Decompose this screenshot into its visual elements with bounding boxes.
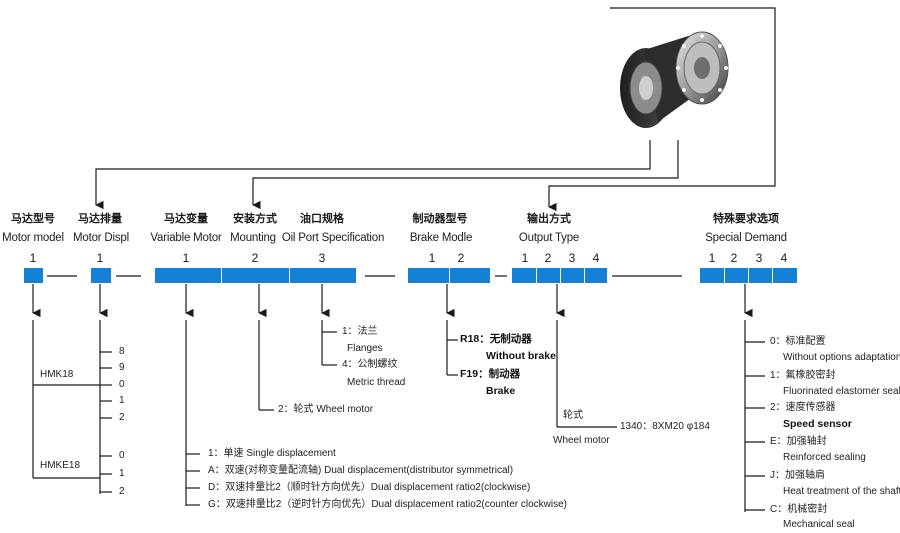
brake-option-code: R18：无制动器 bbox=[460, 333, 532, 345]
header-en: Motor Displ bbox=[73, 232, 129, 244]
special-option-en: Mechanical seal bbox=[783, 519, 855, 530]
header-en: Special Demand bbox=[705, 232, 787, 244]
header-en: Motor model bbox=[2, 232, 64, 244]
header-en: Output Type bbox=[518, 232, 580, 244]
model-label-hmk18: HMK18 bbox=[40, 369, 74, 380]
header-cn: 马达变量 bbox=[164, 213, 208, 225]
mounting-option: 2：轮式 Wheel motor bbox=[278, 404, 374, 415]
special-option-en: Without options adaptations bbox=[783, 352, 900, 363]
header-num: 2 bbox=[544, 251, 552, 265]
header-en: Brake Modle bbox=[409, 232, 473, 244]
header-num: 3 bbox=[318, 251, 326, 265]
port-option-cn: 1：法兰 bbox=[342, 326, 378, 337]
displ-option: 0 bbox=[119, 379, 125, 390]
header-num: 1 bbox=[29, 251, 37, 265]
port-option-en: Metric thread bbox=[347, 377, 406, 388]
brake-option-en: Brake bbox=[486, 385, 516, 397]
brake-option-en: Without brake bbox=[486, 350, 556, 362]
header-cn: 安装方式 bbox=[233, 213, 277, 225]
header-num: 1 bbox=[96, 251, 104, 265]
model-label-hmke18: HMKE18 bbox=[40, 460, 81, 471]
special-option-cn: 0：标准配置 bbox=[770, 336, 826, 347]
displ-option: 8 bbox=[119, 346, 125, 357]
code-bar-output-type bbox=[512, 268, 607, 283]
displ-option: 1 bbox=[119, 468, 125, 479]
header-en: Oil Port Specification bbox=[281, 232, 385, 244]
header-num: 1 bbox=[182, 251, 190, 265]
variable-option: A：双速(对称变量配流轴) Dual displacement(distribu… bbox=[208, 465, 514, 476]
header-num: 4 bbox=[592, 251, 600, 265]
output-option-spec: 1340：8XM20 φ184 bbox=[620, 421, 710, 432]
special-option-en: Fluorinated elastomer seals bbox=[783, 386, 900, 397]
header-num: 1 bbox=[708, 251, 716, 265]
port-option-cn: 4：公制螺纹 bbox=[342, 359, 398, 370]
special-option-cn: J：加强轴肩 bbox=[770, 470, 825, 481]
special-option-cn: 2：速度传感器 bbox=[770, 402, 836, 413]
header-cn: 马达型号 bbox=[11, 213, 55, 225]
header-num: 4 bbox=[780, 251, 788, 265]
displ-option: 0 bbox=[119, 450, 125, 461]
output-option-en: Wheel motor bbox=[553, 435, 610, 446]
special-option-cn: 1：氟橡胶密封 bbox=[770, 370, 836, 381]
header-num: 3 bbox=[755, 251, 763, 265]
header-num: 2 bbox=[251, 251, 259, 265]
header-num: 2 bbox=[730, 251, 738, 265]
header-num: 1 bbox=[428, 251, 436, 265]
header-cn: 特殊要求选项 bbox=[713, 213, 779, 225]
special-option-cn: C：机械密封 bbox=[770, 504, 828, 515]
code-bar-motor-model bbox=[24, 268, 43, 283]
special-option-en: Speed sensor bbox=[783, 418, 852, 430]
header-num: 2 bbox=[457, 251, 465, 265]
displ-option: 9 bbox=[119, 362, 125, 373]
code-bar-brake bbox=[408, 268, 490, 283]
header-num: 3 bbox=[568, 251, 576, 265]
header-cn: 油口规格 bbox=[300, 213, 344, 225]
variable-option: D：双速排量比2（顺时针方向优先）Dual displacement ratio… bbox=[208, 482, 531, 493]
displ-option: 2 bbox=[119, 412, 125, 423]
special-option-en: Heat treatment of the shaft bbox=[783, 486, 900, 497]
header-cn: 制动器型号 bbox=[412, 213, 468, 225]
displ-option: 2 bbox=[119, 486, 125, 497]
code-bar-variable-mount-port bbox=[155, 268, 356, 283]
header-cn: 马达排量 bbox=[78, 213, 122, 225]
header-num: 1 bbox=[521, 251, 529, 265]
special-option-en: Reinforced sealing bbox=[783, 452, 866, 463]
code-bar-motor-displ bbox=[91, 268, 111, 283]
header-cn: 输出方式 bbox=[527, 213, 571, 225]
brake-option-code: F19：制动器 bbox=[460, 368, 521, 380]
header-en: Mounting bbox=[230, 232, 276, 244]
header-en: Variable Motor bbox=[150, 232, 222, 244]
variable-option: 1：单速 Single displacement bbox=[208, 448, 336, 459]
special-option-cn: E：加强轴封 bbox=[770, 436, 827, 447]
output-option-cn: 轮式 bbox=[563, 410, 583, 421]
code-bar-special-demand bbox=[700, 268, 797, 283]
port-option-en: Flanges bbox=[347, 343, 383, 354]
variable-option: G：双速排量比2（逆时针方向优先）Dual displacement ratio… bbox=[208, 499, 567, 510]
displ-option: 1 bbox=[119, 395, 125, 406]
wheel-motor-image bbox=[620, 31, 729, 128]
